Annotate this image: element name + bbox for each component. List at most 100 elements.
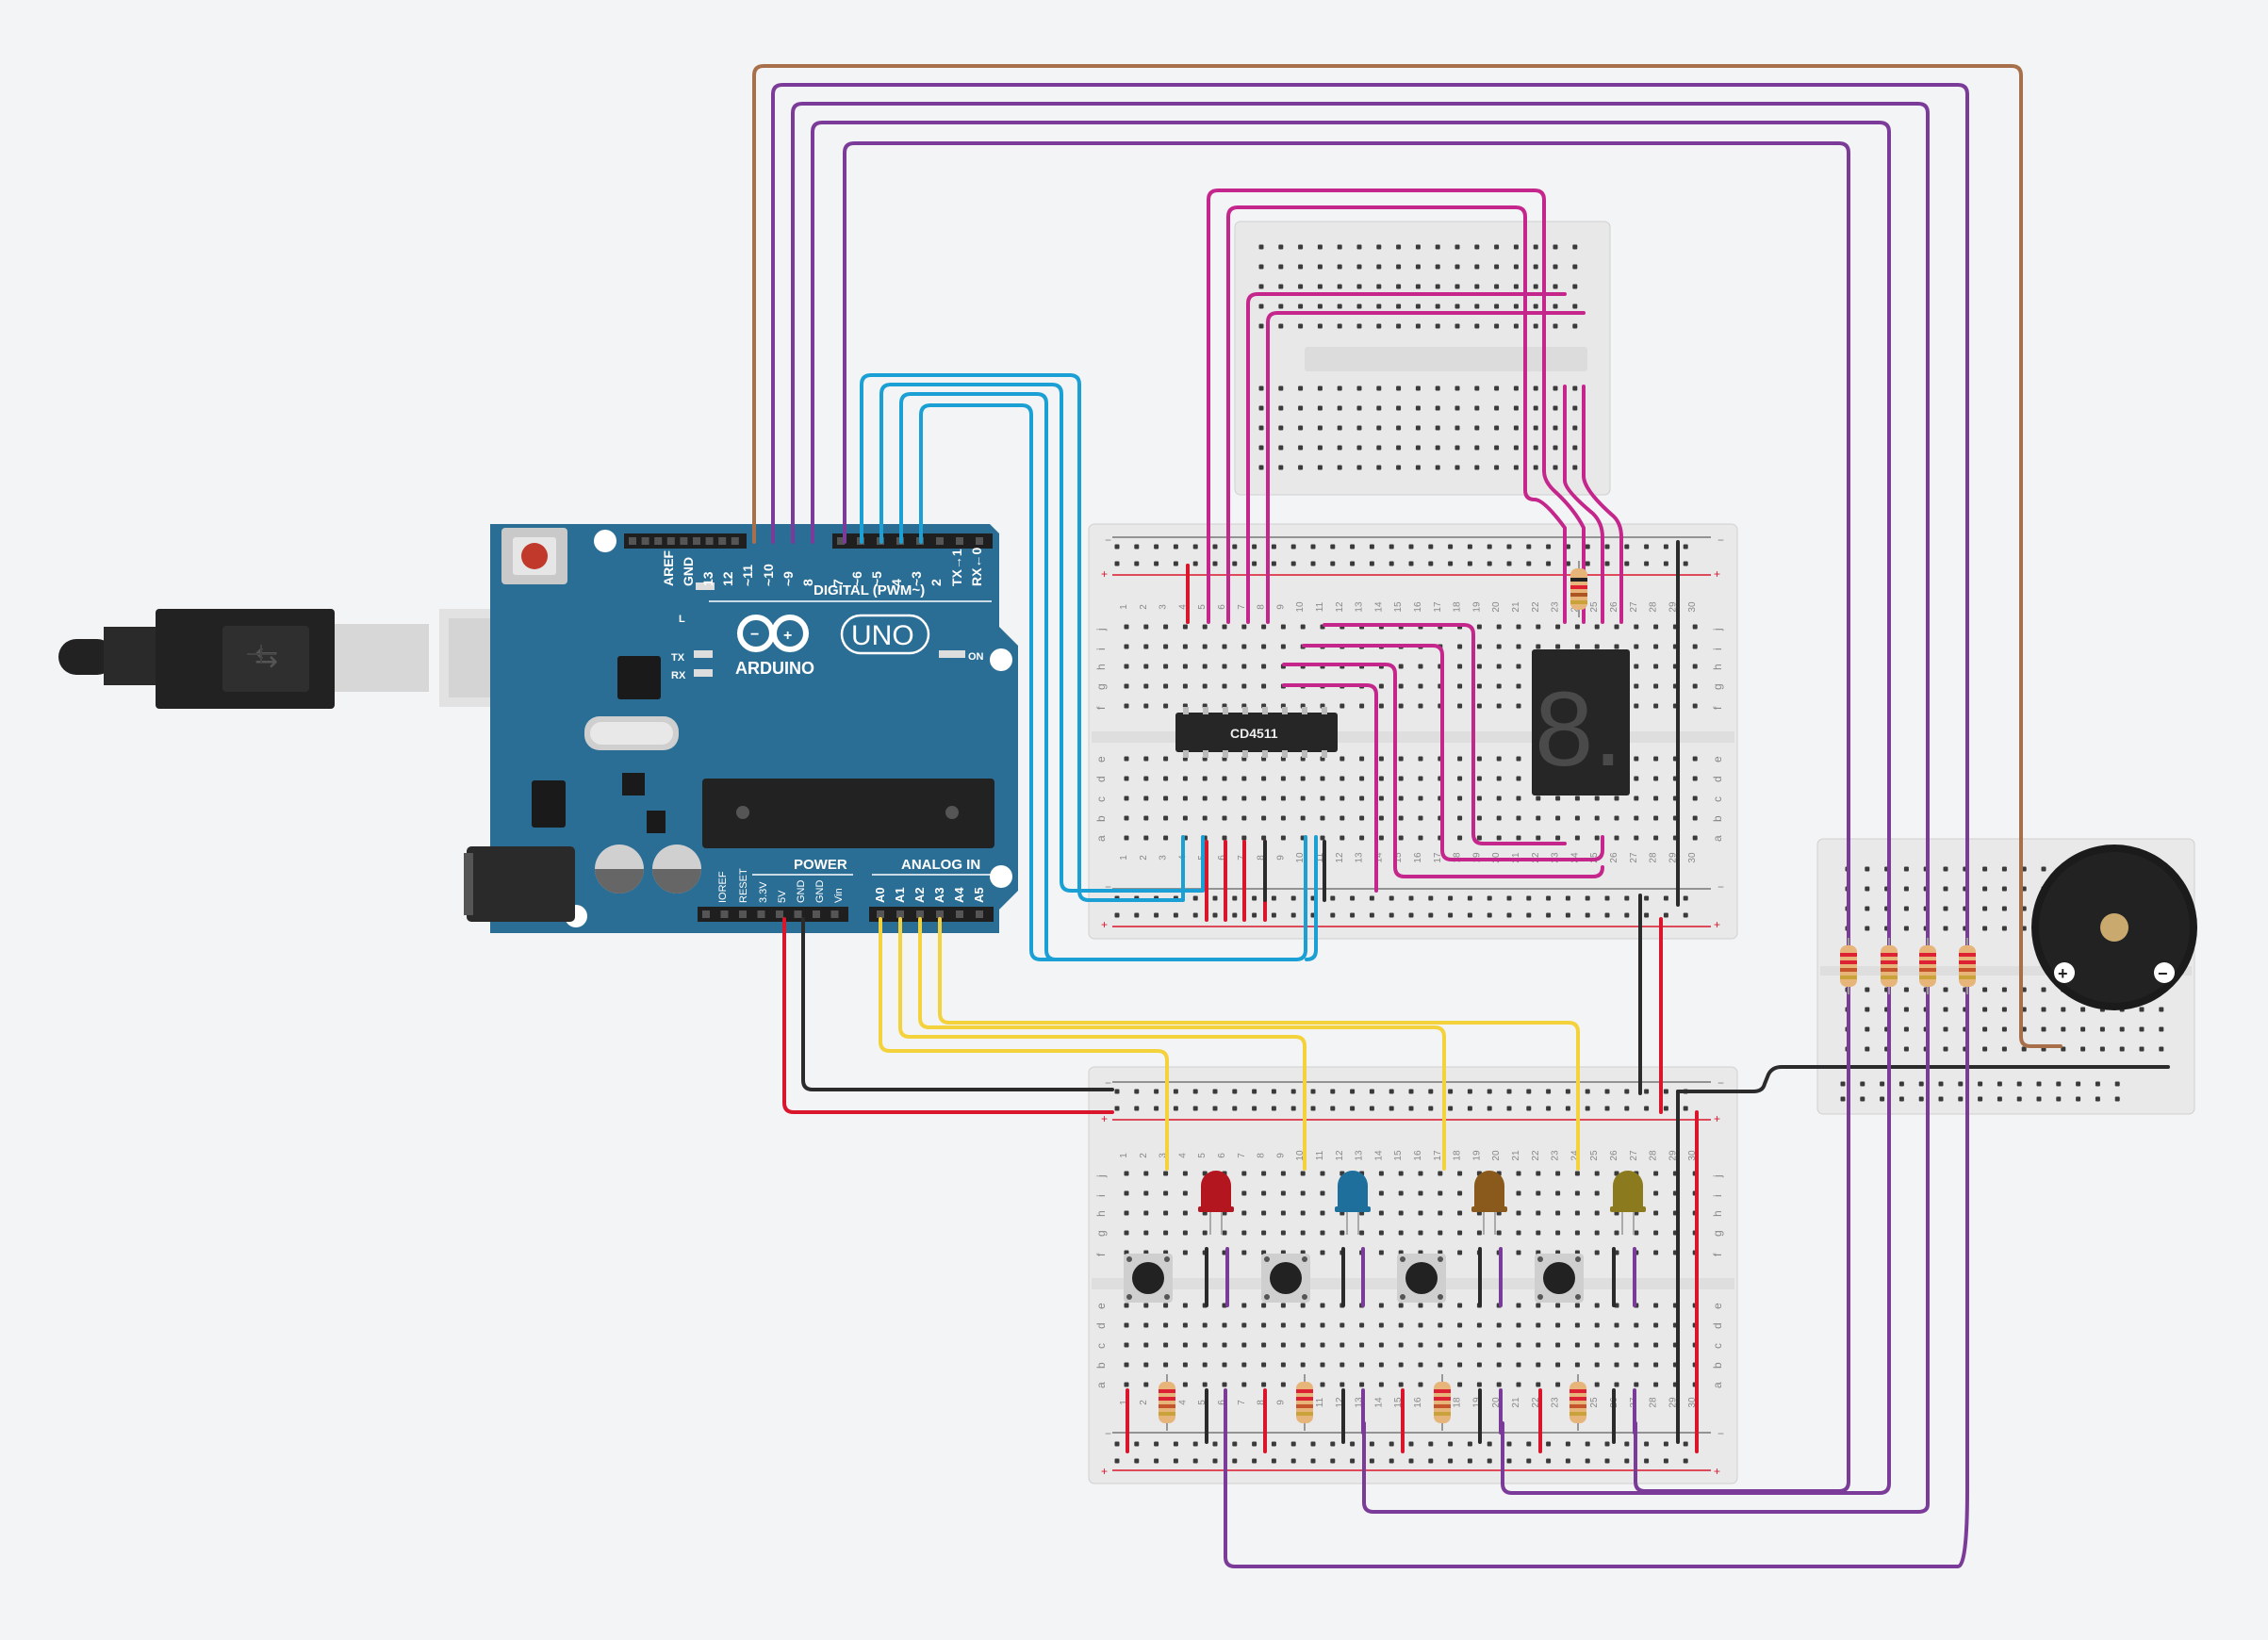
hole — [1320, 1303, 1325, 1308]
hole — [1317, 303, 1323, 309]
hole — [1634, 835, 1639, 841]
rail-hole — [1232, 895, 1238, 901]
hole — [1553, 445, 1558, 451]
hole — [1124, 1303, 1129, 1308]
breadboard-labels: − + − + − + − + − + − + − + − + — [1101, 533, 1724, 1478]
resistor — [1296, 1382, 1313, 1423]
push-button-pin — [1302, 1294, 1307, 1300]
rail-hole — [1840, 1081, 1846, 1087]
arduino-pin-holes — [629, 537, 983, 918]
rail-hole — [1644, 561, 1650, 566]
hole — [1298, 303, 1304, 309]
rail-hole — [1192, 1106, 1198, 1111]
column-number: 25 — [1589, 1397, 1600, 1408]
wires[interactable] — [752, 64, 2170, 1568]
rail-hole — [1350, 561, 1356, 566]
hole — [1261, 1230, 1267, 1236]
arduino-uno[interactable]: − + — [464, 524, 1018, 933]
push-button-cap — [1405, 1262, 1438, 1294]
hole — [1376, 405, 1382, 411]
hole — [1634, 1382, 1639, 1387]
hole — [1457, 756, 1463, 762]
analog-pin-label: A5 — [972, 887, 986, 903]
rail-hole — [1997, 1081, 2002, 1087]
rail-hole — [1585, 1106, 1590, 1111]
hole — [2080, 1026, 2086, 1032]
hole — [1339, 795, 1345, 801]
rail-hole — [1448, 544, 1454, 549]
hole — [1337, 264, 1342, 270]
rail-hole — [1506, 561, 1512, 566]
hole — [1533, 425, 1538, 431]
resistor-band — [1881, 953, 1898, 957]
hole — [1124, 1171, 1129, 1176]
column-number: 4 — [1177, 1400, 1188, 1405]
uno-label: UNO — [851, 620, 914, 651]
rail-hole — [1369, 1106, 1374, 1111]
hole — [1572, 244, 1578, 250]
hole — [2139, 1007, 2145, 1012]
pin-hole — [629, 537, 636, 545]
hole — [1261, 1303, 1267, 1308]
rail-hole — [1624, 561, 1630, 566]
row-letter: j — [1094, 1174, 1108, 1178]
column-number: 6 — [1217, 604, 1227, 610]
wire-magenta-10 — [1302, 644, 1604, 861]
components[interactable] — [1124, 561, 1976, 1431]
hole — [1378, 683, 1384, 689]
rail-hole — [1604, 561, 1610, 566]
hole — [1359, 835, 1365, 841]
column-number: 6 — [1217, 1400, 1227, 1405]
column-number: 1 — [1119, 1153, 1129, 1158]
hole — [1536, 1322, 1541, 1328]
rail-hole — [2036, 1096, 2042, 1102]
hole — [1317, 244, 1323, 250]
hole — [1280, 1190, 1286, 1196]
column-number: 23 — [1551, 601, 1561, 613]
seven-segment-display[interactable]: 8. — [1532, 649, 1630, 795]
hole — [1476, 1322, 1482, 1328]
hole — [1418, 664, 1423, 669]
hole — [1278, 284, 1284, 289]
hole — [1692, 683, 1698, 689]
pin-hole — [731, 537, 739, 545]
hole — [2041, 1026, 2046, 1032]
hole — [1692, 624, 1698, 630]
hole — [1300, 1230, 1306, 1236]
resistor — [1840, 945, 1857, 987]
rail-hole — [1389, 895, 1394, 901]
hole — [1943, 886, 1948, 892]
wire-purple-2 — [791, 102, 1930, 1514]
rail-hole — [1663, 1089, 1668, 1094]
wire-yellow-1 — [879, 917, 1169, 1171]
hole — [1202, 644, 1208, 649]
piezo-buzzer[interactable]: + − — [2031, 845, 2197, 1010]
hole — [1124, 776, 1129, 781]
column-number: 1 — [1119, 1400, 1129, 1405]
hole — [1163, 644, 1169, 649]
hole — [1555, 1382, 1561, 1387]
push-button-pin — [1164, 1294, 1170, 1300]
rail-hole — [1565, 544, 1570, 549]
hole — [1124, 795, 1129, 801]
rail-hole — [2114, 1081, 2120, 1087]
hole — [1516, 664, 1521, 669]
hole — [1943, 906, 1948, 911]
hole — [1241, 664, 1247, 669]
rail-hole — [1310, 1106, 1316, 1111]
hole — [1143, 1303, 1149, 1308]
hole — [1418, 795, 1423, 801]
push-button-cap — [1543, 1262, 1575, 1294]
wire-magenta-5 — [1523, 385, 1567, 624]
push-button-cap — [1270, 1262, 1302, 1294]
rail-hole — [1154, 561, 1159, 566]
hole — [1300, 1210, 1306, 1216]
small-breadboard[interactable] — [1234, 221, 1611, 496]
pin-hole — [641, 537, 649, 545]
cd4511-chip[interactable]: CD4511 — [1175, 713, 1338, 752]
hole — [1476, 815, 1482, 821]
rail-hole — [1350, 1458, 1356, 1464]
rail-hole — [1114, 1458, 1120, 1464]
